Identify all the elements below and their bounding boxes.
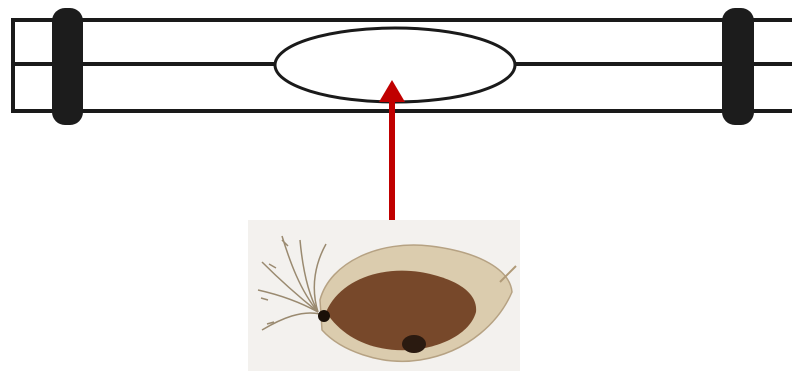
daphnia-eye	[318, 310, 330, 322]
daphnia-egg	[402, 335, 426, 353]
right-clamp	[722, 8, 754, 125]
left-clamp	[52, 8, 83, 125]
daphnia-photo	[248, 220, 520, 371]
